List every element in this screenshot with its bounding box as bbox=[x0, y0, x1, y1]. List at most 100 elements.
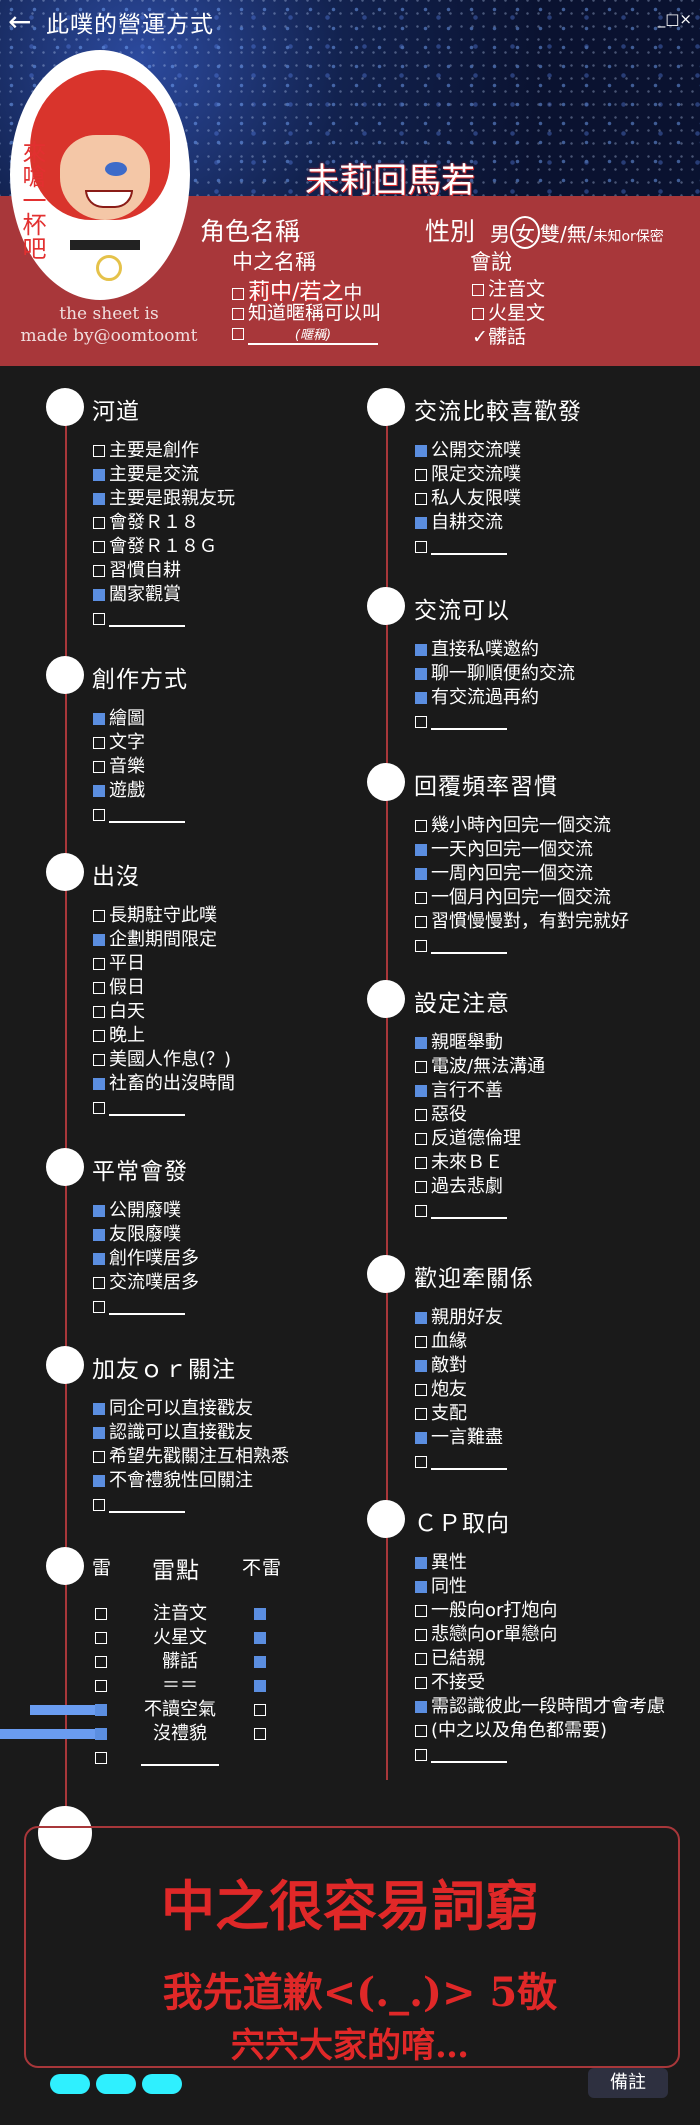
checkbox-mine[interactable] bbox=[95, 1632, 107, 1644]
checkbox[interactable] bbox=[415, 1336, 427, 1348]
checkbox[interactable] bbox=[93, 565, 105, 577]
checkbox[interactable] bbox=[415, 1312, 427, 1324]
footer-pill-1[interactable] bbox=[50, 2074, 90, 2094]
checkbox[interactable] bbox=[415, 1384, 427, 1396]
checkbox[interactable] bbox=[93, 737, 105, 749]
checkbox[interactable] bbox=[93, 1102, 105, 1114]
checkbox[interactable] bbox=[93, 1078, 105, 1090]
checkbox[interactable] bbox=[93, 1205, 105, 1217]
checkbox[interactable] bbox=[415, 844, 427, 856]
checkbox[interactable] bbox=[415, 1408, 427, 1420]
checkbox-mine[interactable] bbox=[95, 1728, 107, 1740]
checkbox[interactable] bbox=[415, 692, 427, 704]
checkbox[interactable] bbox=[93, 445, 105, 457]
checkbox[interactable] bbox=[93, 910, 105, 922]
checkbox[interactable] bbox=[415, 1061, 427, 1073]
checkbox-ok[interactable] bbox=[254, 1656, 266, 1668]
checkbox[interactable] bbox=[415, 868, 427, 880]
checkbox[interactable] bbox=[415, 1701, 427, 1713]
checkbox[interactable] bbox=[415, 493, 427, 505]
checkbox[interactable] bbox=[415, 1109, 427, 1121]
checkbox[interactable] bbox=[415, 469, 427, 481]
checkbox[interactable] bbox=[93, 1475, 105, 1487]
checkbox[interactable] bbox=[415, 1653, 427, 1665]
checkbox[interactable] bbox=[415, 1133, 427, 1145]
checkbox[interactable] bbox=[415, 1360, 427, 1372]
checkbox[interactable] bbox=[93, 589, 105, 601]
checkbox[interactable] bbox=[415, 1557, 427, 1569]
checkbox[interactable] bbox=[93, 982, 105, 994]
footer-pill-3[interactable] bbox=[142, 2074, 182, 2094]
oc-name-checkbox[interactable] bbox=[232, 288, 244, 300]
checkbox[interactable] bbox=[93, 1253, 105, 1265]
checkbox[interactable] bbox=[415, 1629, 427, 1641]
note-button[interactable]: 備註 bbox=[588, 2068, 668, 2098]
checkbox-mine[interactable] bbox=[95, 1680, 107, 1692]
checkbox[interactable] bbox=[93, 469, 105, 481]
checklist-label: 文字 bbox=[109, 732, 145, 753]
checkbox[interactable] bbox=[415, 940, 427, 952]
checkbox[interactable] bbox=[93, 1006, 105, 1018]
checkbox[interactable] bbox=[93, 1277, 105, 1289]
checkbox[interactable] bbox=[415, 716, 427, 728]
checkbox-ok[interactable] bbox=[254, 1704, 266, 1716]
blank-line bbox=[431, 716, 507, 730]
checkbox[interactable] bbox=[415, 541, 427, 553]
checkbox[interactable] bbox=[93, 1054, 105, 1066]
back-arrow-icon[interactable]: ← bbox=[8, 5, 32, 38]
checkbox[interactable] bbox=[415, 1725, 427, 1737]
checkbox[interactable] bbox=[93, 785, 105, 797]
checkbox[interactable] bbox=[415, 916, 427, 928]
checkbox-mine[interactable] bbox=[95, 1752, 107, 1764]
footer-pill-2[interactable] bbox=[96, 2074, 136, 2094]
checkbox-mine[interactable] bbox=[95, 1704, 107, 1716]
speak-checkbox[interactable] bbox=[472, 308, 484, 320]
checkbox[interactable] bbox=[93, 1403, 105, 1415]
checkbox[interactable] bbox=[415, 1432, 427, 1444]
checkbox-mine[interactable] bbox=[95, 1608, 107, 1620]
checkbox[interactable] bbox=[415, 644, 427, 656]
speak-checkbox[interactable] bbox=[472, 284, 484, 296]
checkbox[interactable] bbox=[93, 1301, 105, 1313]
checkbox[interactable] bbox=[93, 1499, 105, 1511]
checkbox[interactable] bbox=[93, 1451, 105, 1463]
checkbox[interactable] bbox=[415, 668, 427, 680]
checkbox[interactable] bbox=[93, 517, 105, 529]
checkbox[interactable] bbox=[415, 1749, 427, 1761]
checkbox-ok[interactable] bbox=[254, 1608, 266, 1620]
checkbox[interactable] bbox=[415, 1605, 427, 1617]
checkbox[interactable] bbox=[93, 1229, 105, 1241]
checkbox[interactable] bbox=[415, 1157, 427, 1169]
checklist-item: 同性 bbox=[415, 1576, 467, 1598]
checkbox[interactable] bbox=[93, 613, 105, 625]
checkbox[interactable] bbox=[415, 892, 427, 904]
checkbox[interactable] bbox=[93, 713, 105, 725]
oc-nickname-checkbox[interactable] bbox=[232, 308, 244, 320]
checkbox[interactable] bbox=[93, 1030, 105, 1042]
window-controls[interactable]: _□× bbox=[657, 10, 692, 28]
checkbox[interactable] bbox=[93, 809, 105, 821]
checkbox[interactable] bbox=[415, 1205, 427, 1217]
checkbox-ok[interactable] bbox=[254, 1680, 266, 1692]
checkbox[interactable] bbox=[415, 1677, 427, 1689]
checkbox[interactable] bbox=[415, 1085, 427, 1097]
checkbox[interactable] bbox=[93, 493, 105, 505]
checklist-label: 音樂 bbox=[109, 756, 145, 777]
checkbox-mine[interactable] bbox=[95, 1656, 107, 1668]
checkbox[interactable] bbox=[93, 761, 105, 773]
checkbox[interactable] bbox=[93, 1427, 105, 1439]
checkbox[interactable] bbox=[415, 1037, 427, 1049]
checkbox[interactable] bbox=[415, 1181, 427, 1193]
checkbox[interactable] bbox=[93, 934, 105, 946]
checkbox[interactable] bbox=[93, 541, 105, 553]
checkbox[interactable] bbox=[415, 517, 427, 529]
checkbox[interactable] bbox=[415, 1456, 427, 1468]
checkbox-ok[interactable] bbox=[254, 1632, 266, 1644]
checkbox[interactable] bbox=[415, 445, 427, 457]
checkbox[interactable] bbox=[415, 1581, 427, 1593]
oc-custom-checkbox[interactable] bbox=[232, 328, 244, 340]
checkbox-ok[interactable] bbox=[254, 1728, 266, 1740]
checkbox[interactable] bbox=[93, 958, 105, 970]
checkmark-icon[interactable]: ✓ bbox=[472, 326, 488, 348]
checkbox[interactable] bbox=[415, 820, 427, 832]
